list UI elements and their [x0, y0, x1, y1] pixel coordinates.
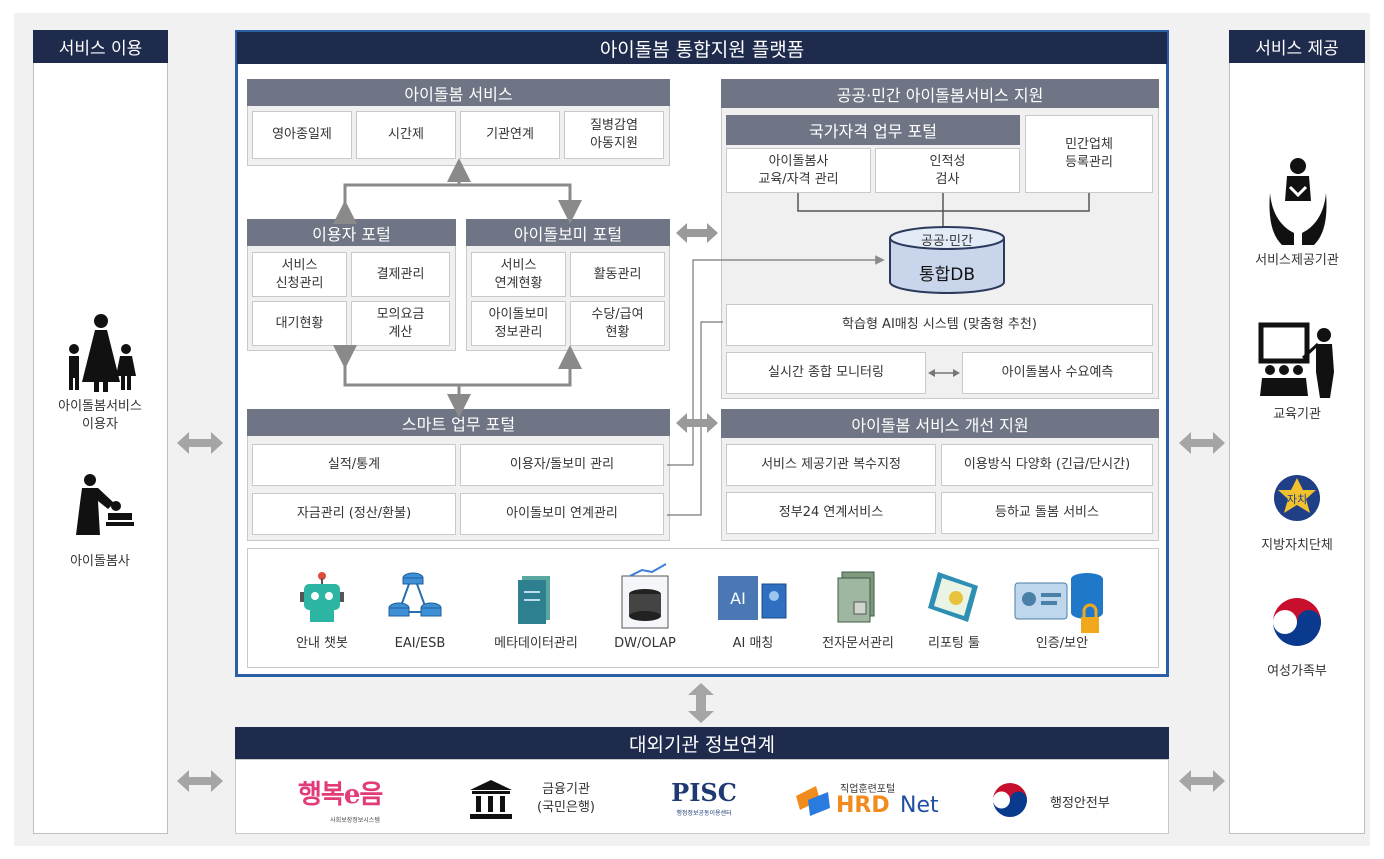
hrd-portal-label: 직업훈련포털 [840, 784, 896, 795]
mois-label: 행정안전부 [1050, 796, 1110, 811]
net-label: Net [900, 793, 939, 818]
user-portal-item: 서비스 신청관리 [252, 252, 347, 297]
happy-eum-subtitle: 사회보장정보시스템 [330, 817, 380, 824]
family-icon [69, 314, 136, 392]
user-portal-item: 대기현황 [252, 301, 347, 346]
integrated-db-cylinder [889, 226, 1005, 294]
bank-icon [470, 780, 512, 819]
service-provider-panel [1229, 30, 1365, 834]
monitor-forecast-arrow [928, 369, 960, 377]
service-infant-fullday: 영아종일제 [252, 111, 352, 159]
service-improvement-title: 아이돌봄 서비스 개선 지원 [721, 409, 1159, 438]
platform-title: 아이돌봄 통합지원 플랫폼 [237, 32, 1167, 64]
service-provider-title: 서비스 제공 [1229, 30, 1365, 63]
smart-improve-double-arrow [676, 413, 718, 433]
db-connector-lines [797, 193, 1090, 229]
government-taeguk-icon [1273, 598, 1321, 646]
right-item-4: 여성가족부 [1267, 664, 1327, 679]
service-institution-link: 기관연계 [460, 111, 560, 159]
carer-portal-item: 수당/급여 현황 [570, 301, 665, 346]
left-user-arrow [177, 432, 223, 454]
caregiver-icon [76, 474, 134, 535]
cert-management: 아이돌봄사 교육/자격 관리 [726, 148, 871, 193]
right-item-3: 지방자치단체 [1261, 538, 1333, 553]
infra-label: DW/OLAP [614, 636, 676, 651]
smart-portal-item: 자금관리 (정산/환불) [252, 493, 456, 535]
smart-portal-item: 실적/통계 [252, 444, 456, 486]
dw-olap-icon [621, 563, 669, 629]
improvement-item: 등하교 돌봄 서비스 [941, 492, 1153, 534]
external-title: 대외기관 정보연계 [235, 727, 1169, 759]
metadata-icon [518, 576, 550, 624]
happy-eum-logo: 행복e음 [298, 780, 383, 810]
childcare-service-title: 아이돌봄 서비스 [247, 79, 670, 106]
improvement-item: 정부24 연계서비스 [726, 492, 936, 534]
smart-portal-item: 아이돌보미 연계관리 [460, 493, 664, 535]
education-icon [1258, 322, 1334, 398]
authentication-security-icon [1014, 573, 1103, 633]
infra-label: 인증/보안 [1035, 636, 1089, 651]
reporting-tool-icon [928, 572, 978, 622]
infra-label: EAI/ESB [394, 636, 446, 651]
right-item-2: 교육기관 [1273, 407, 1321, 422]
pisc-logo: PISC [671, 778, 737, 807]
ai-matching-icon: AI [718, 576, 787, 620]
user-portal-item: 모의요금 계산 [351, 301, 450, 346]
external-logos-panel [235, 759, 1169, 834]
chatbot-icon [300, 572, 344, 622]
national-cert-portal-title: 국가자격 업무 포털 [726, 115, 1020, 145]
service-hourly: 시간제 [356, 111, 456, 159]
db-main-label: 통합DB [918, 265, 976, 285]
connector-arrows [333, 158, 885, 516]
service-user-title: 서비스 이용 [33, 30, 168, 63]
service-user-panel [33, 30, 168, 834]
hrd-net-icon [796, 786, 830, 816]
infra-label: 리포팅 툴 [928, 636, 980, 651]
ai-matching-system: 학습형 AI매칭 시스템 (맞춤형 추천) [726, 304, 1153, 346]
local-government-seal-icon: 자치 [1274, 475, 1320, 521]
infra-label: 안내 챗봇 [296, 636, 348, 651]
public-private-title: 공공·민간 아이돌봄서비스 지원 [721, 79, 1159, 108]
child-care-user-label: 아이돌봄서비스 이용자 [58, 399, 142, 432]
right-external-arrow [1179, 770, 1225, 792]
childcare-provider-icon [1269, 158, 1327, 245]
improvement-item: 서비스 제공기관 복수지정 [726, 444, 936, 486]
right-item-1: 서비스제공기관 [1255, 253, 1339, 268]
smart-portal-item: 이용자/돌보미 관리 [460, 444, 664, 486]
demand-forecast: 아이돌봄사 수요예측 [962, 352, 1153, 394]
infra-label: 전자문서관리 [822, 636, 894, 651]
seal-text: 자치 [1287, 493, 1307, 506]
db-top-label: 공공·민간 [921, 234, 973, 249]
bank-label: 금융기관 (국민은행) [537, 782, 595, 816]
infra-label: AI 매칭 [732, 636, 774, 651]
pisc-subtitle: 행정정보공동이용센터 [676, 810, 732, 817]
hrd-label: HRD [836, 793, 890, 818]
realtime-monitoring: 실시간 종합 모니터링 [726, 352, 926, 394]
service-sick-child: 질병감염 아동지원 [564, 111, 664, 159]
caregiver-label: 아이돌봄사 [70, 554, 130, 569]
mois-taeguk-icon [993, 783, 1027, 817]
platform-external-arrow [688, 683, 714, 723]
electronic-document-icon [837, 571, 875, 623]
eai-esb-icon [388, 572, 442, 617]
svg-text:AI: AI [730, 589, 746, 608]
portal-public-double-arrow [676, 223, 718, 243]
improvement-item: 이용방식 다양화 (긴급/단시간) [941, 444, 1153, 486]
right-provider-arrow [1179, 432, 1225, 454]
left-external-arrow [177, 770, 223, 792]
carer-portal-item: 활동관리 [570, 252, 665, 297]
carer-portal-item: 서비스 연계현황 [471, 252, 566, 297]
infra-label: 메타데이터관리 [494, 636, 578, 651]
aptitude-test: 인적성 검사 [875, 148, 1020, 193]
private-company-registration: 민간업체 등록관리 [1025, 115, 1153, 193]
user-portal-item: 결제관리 [351, 252, 450, 297]
